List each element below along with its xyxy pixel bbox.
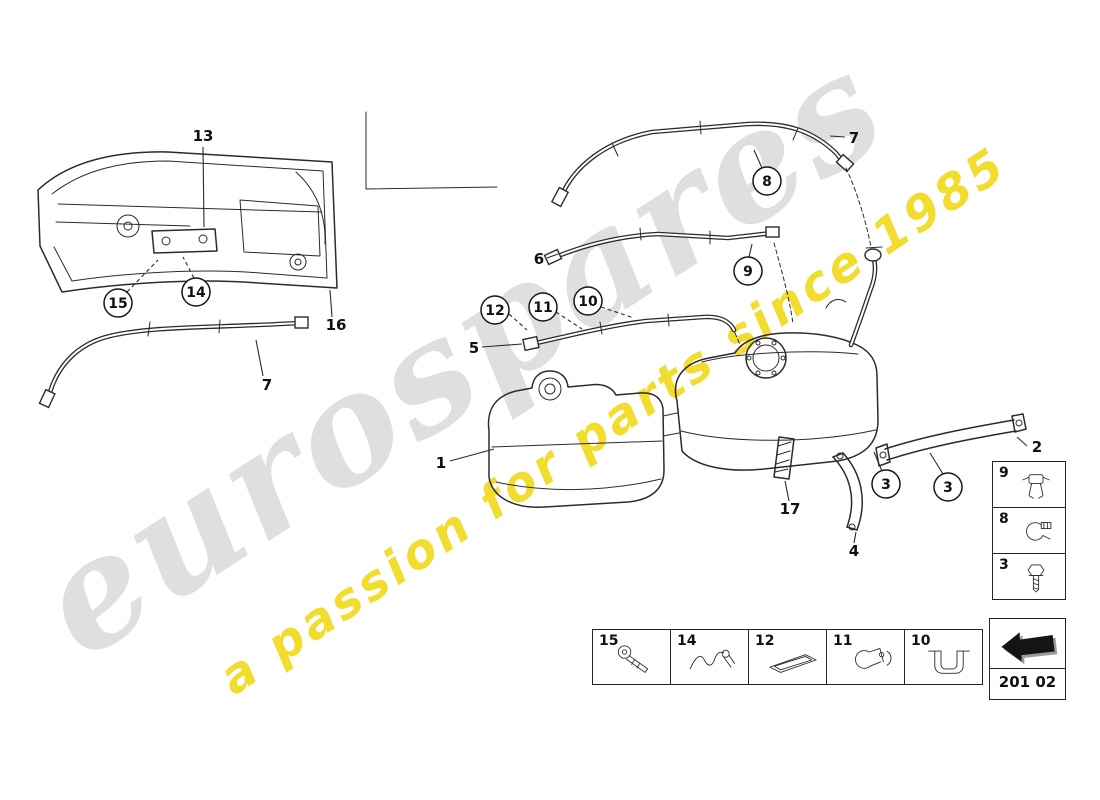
legend-bottom-row: 15 14 12 11 xyxy=(592,629,983,685)
svg-text:12: 12 xyxy=(485,303,504,319)
legend-cell-part-3[interactable]: 3 xyxy=(993,554,1065,599)
part-number-label: 12 xyxy=(755,633,775,649)
u-clip-icon xyxy=(928,650,970,674)
part-number-label: 10 xyxy=(911,633,931,649)
callout-7-left[interactable]: 7 xyxy=(255,339,272,394)
callout-10[interactable]: 10 xyxy=(573,286,635,319)
legend-cell-part-12[interactable]: 12 xyxy=(749,630,827,684)
callout-3-left[interactable]: 3 xyxy=(871,451,901,499)
part-number-label: 15 xyxy=(599,633,619,649)
part-number-label: 14 xyxy=(677,633,697,649)
part-number-label: 11 xyxy=(833,633,853,649)
legend-cell-part-15[interactable]: 15 xyxy=(593,630,671,684)
callout-13[interactable]: 13 xyxy=(193,127,214,228)
fuel-pump-flange xyxy=(745,337,787,379)
callout-12[interactable]: 12 xyxy=(480,295,528,331)
legend-cell-part-11[interactable]: 11 xyxy=(827,630,905,684)
fuel-line-5 xyxy=(522,313,742,352)
callout-11[interactable]: 11 xyxy=(528,292,583,330)
svg-text:14: 14 xyxy=(186,285,206,301)
svg-text:4: 4 xyxy=(849,542,859,560)
callout-8[interactable]: 8 xyxy=(752,149,782,196)
filler-neck xyxy=(848,256,878,348)
svg-text:9: 9 xyxy=(743,264,753,280)
fuel-line-7-left xyxy=(38,316,309,409)
svg-text:16: 16 xyxy=(326,316,347,334)
callout-15[interactable]: 15 xyxy=(103,259,159,318)
fuel-tank-left xyxy=(487,370,665,508)
svg-text:8: 8 xyxy=(762,174,772,190)
part-number-label: 3 xyxy=(999,557,1009,573)
svg-text:3: 3 xyxy=(881,477,891,493)
pin-bolt-icon xyxy=(617,645,649,673)
legend-right-column: 9 8 3 xyxy=(992,461,1066,600)
callout-1[interactable]: 1 xyxy=(436,448,495,472)
part-number-label: 9 xyxy=(999,465,1009,481)
legend-cell-part-8[interactable]: 8 xyxy=(993,508,1065,554)
hex-bolt-icon xyxy=(1027,564,1045,593)
svg-text:10: 10 xyxy=(578,294,598,310)
svg-text:15: 15 xyxy=(108,296,127,312)
callout-9[interactable]: 9 xyxy=(733,243,763,286)
wire-clip-icon xyxy=(689,649,735,670)
band-clamp-icon xyxy=(855,648,892,669)
callout-17[interactable]: 17 xyxy=(780,480,801,518)
callout-3-right[interactable]: 3 xyxy=(929,452,963,502)
svg-text:11: 11 xyxy=(533,300,552,316)
callout-16[interactable]: 16 xyxy=(326,289,347,334)
page-code-box[interactable]: 201 02 xyxy=(989,618,1066,700)
fuel-line-7-top xyxy=(550,120,872,248)
fuel-tank-assembly xyxy=(487,246,883,508)
part-number-label: 8 xyxy=(999,511,1009,527)
svg-text:3: 3 xyxy=(943,480,953,496)
tank-strap-2 xyxy=(875,413,1027,467)
svg-text:7: 7 xyxy=(262,376,272,394)
legend-cell-part-14[interactable]: 14 xyxy=(671,630,749,684)
mounting-bracket-13 xyxy=(151,228,218,254)
retaining-clip-icon xyxy=(1022,474,1050,499)
callout-4[interactable]: 4 xyxy=(849,531,859,560)
inset-divider xyxy=(365,111,498,190)
underbody-panel-inset xyxy=(37,151,338,293)
heat-shield-strip-17 xyxy=(773,436,795,480)
legend-cell-part-9[interactable]: 9 xyxy=(993,462,1065,508)
fuel-line-6 xyxy=(543,226,794,325)
svg-text:7: 7 xyxy=(849,129,859,147)
svg-text:2: 2 xyxy=(1032,438,1042,456)
svg-text:1: 1 xyxy=(436,454,446,472)
legend-cell-part-10[interactable]: 10 xyxy=(905,630,982,684)
rail-bracket-icon xyxy=(769,654,817,673)
callout-2[interactable]: 2 xyxy=(1016,436,1042,456)
svg-text:17: 17 xyxy=(780,500,801,518)
page-code: 201 02 xyxy=(990,668,1065,695)
hose-clamp-icon xyxy=(1026,521,1052,541)
tank-strap-4 xyxy=(832,452,863,531)
callout-6[interactable]: 6 xyxy=(534,250,559,268)
direction-arrow-icon xyxy=(1000,632,1057,665)
fuel-tank-right xyxy=(674,332,879,471)
callout-7-right[interactable]: 7 xyxy=(829,129,859,147)
svg-text:5: 5 xyxy=(469,339,479,357)
callout-5[interactable]: 5 xyxy=(469,339,523,357)
svg-text:6: 6 xyxy=(534,250,544,268)
svg-text:13: 13 xyxy=(193,127,214,145)
callout-14[interactable]: 14 xyxy=(181,256,211,307)
